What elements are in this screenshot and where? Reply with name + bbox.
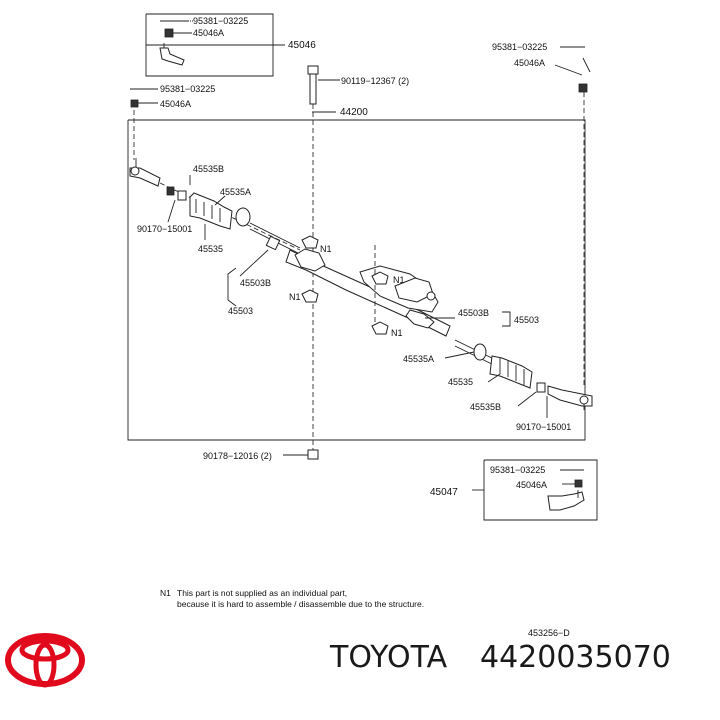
label-95381-top-right: 95381−03225 <box>492 42 547 52</box>
label-95381-bottom-box: 95381−03225 <box>490 465 545 475</box>
label-45046a-top-box: 45046A <box>193 28 224 38</box>
label-45047: 45047 <box>430 487 458 498</box>
tie-rod-end-right <box>547 385 593 410</box>
label-95381-top-box: 95381−03225 <box>193 16 248 26</box>
bolt-top: 90119−12367 (2) <box>307 65 409 105</box>
label-n1-b: N1 <box>393 275 405 285</box>
note-line-1: This part is not supplied as an individu… <box>177 588 347 598</box>
note-line-2: because it is hard to assemble / disasse… <box>177 599 424 609</box>
label-45535-left: 45535 <box>198 244 223 254</box>
note-marker: N1 <box>160 588 171 598</box>
label-45046: 45046 <box>288 40 316 51</box>
brand-name: TOYOTA <box>329 640 448 675</box>
label-44200: 44200 <box>340 107 368 118</box>
label-45046a-bottom-box: 45046A <box>516 480 547 490</box>
diagram-code: 453256−D <box>528 628 570 638</box>
toyota-logo <box>5 633 85 688</box>
label-45535b-left: 45535B <box>193 164 224 174</box>
label-45535b-right: 45535B <box>470 402 501 412</box>
right-boot-assembly: 45503B 45503 45535A 45535 45535B 90170−1… <box>403 308 571 432</box>
label-90170-left: 90170−15001 <box>137 224 192 234</box>
diagram-note: N1 This part is not supplied as an indiv… <box>160 588 424 609</box>
left-rack-end: 45503B 45503 <box>227 235 281 316</box>
label-45503b-right: 45503B <box>458 308 489 318</box>
label-45535a-right: 45535A <box>403 354 434 364</box>
label-n1-d: N1 <box>391 328 403 338</box>
part-number: 4420035070 <box>480 640 671 675</box>
tie-rod-end-box-right: 95381−03225 45046A 45047 <box>430 459 598 521</box>
rack-housing: N1 N1 N1 N1 <box>285 235 451 338</box>
label-45503-left: 45503 <box>228 306 253 316</box>
rack-assembly-frame: 44200 <box>127 92 586 455</box>
label-95381-left: 95381−03225 <box>160 84 215 94</box>
label-45535a-left: 45535A <box>220 187 251 197</box>
label-45503b-left: 45503B <box>240 278 271 288</box>
bolt-bottom: 90178−12016 (2) <box>203 449 319 461</box>
label-90119: 90119−12367 (2) <box>341 76 409 86</box>
label-45535-right: 45535 <box>448 377 473 387</box>
label-90170-right: 90170−15001 <box>516 422 571 432</box>
label-45503-right: 45503 <box>514 315 539 325</box>
tie-rod-end-box-left: 95381−03225 45046A 45046 <box>145 13 316 77</box>
label-45046a-top-right: 45046A <box>514 58 545 68</box>
label-n1-c: N1 <box>289 292 301 302</box>
label-90178: 90178−12016 (2) <box>203 451 272 461</box>
label-n1-a: N1 <box>320 244 332 254</box>
tie-rod-end-left-pin: 95381−03225 45046A <box>130 84 215 109</box>
label-45046a-left: 45046A <box>160 99 191 109</box>
tie-rod-end-right-pin: 95381−03225 45046A <box>492 42 591 93</box>
